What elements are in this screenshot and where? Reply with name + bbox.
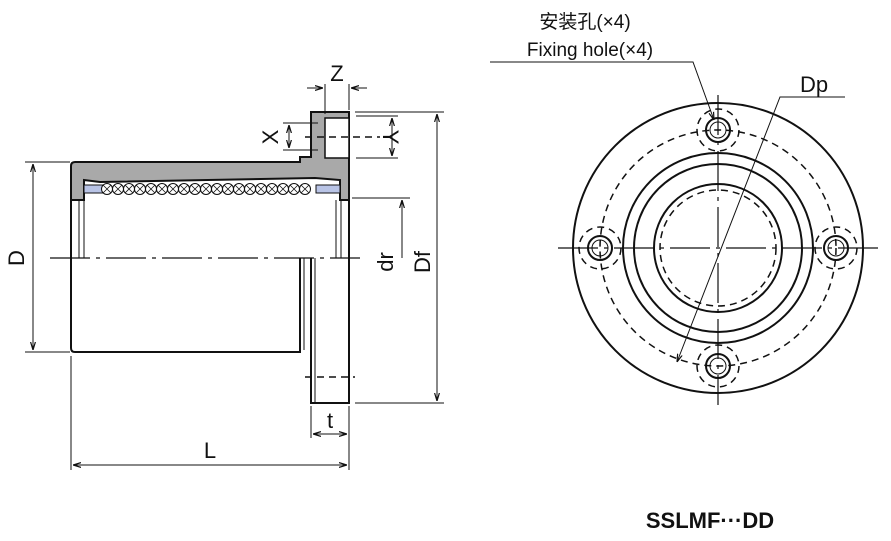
label-Df: Df [410,250,435,273]
side-view: D L t Z X Y [4,61,444,470]
ball-cross [168,184,178,194]
ball-cross [124,184,134,194]
ball-cross [245,184,255,194]
ball-cross [267,184,277,194]
dim-X: X [258,122,380,151]
ball-row [101,183,311,195]
ball-cross [212,184,222,194]
ball-cross [256,184,266,194]
ball-cross [146,184,156,194]
flange-outline [310,258,350,404]
dim-dr: dr [352,197,410,272]
ball-cross [300,184,310,194]
ball-cross [102,184,112,194]
label-t: t [327,408,333,433]
label-Y: Y [378,130,403,145]
label-D: D [4,250,29,266]
ball-cross [190,184,200,194]
label-dr: dr [373,252,398,272]
retainer-right [315,184,341,194]
fixing-hole-en: Fixing hole(×4) [527,40,653,61]
ball-cross [289,184,299,194]
ball-cross [113,184,123,194]
ball-cross [223,184,233,194]
dp-leader [677,96,845,362]
ball-cross [135,184,145,194]
label-Z: Z [330,61,343,86]
label-L: L [204,438,216,463]
front-view: 安装孔(×4) Fixing hole(×4) Dp [490,11,878,405]
flange-hole [324,117,350,159]
dim-L: L [70,356,350,470]
ball-cross [157,184,167,194]
label-Dp: Dp [800,72,828,97]
section-housing [70,111,350,201]
ball-cross [201,184,211,194]
fixing-hole-leader [490,61,714,120]
dim-t: t [310,406,347,438]
ball-cross [179,184,189,194]
dim-Z: Z [307,61,367,114]
body-outline [70,258,301,353]
dim-Df: Df [355,111,444,404]
ball-cross [234,184,244,194]
dim-D: D [4,161,70,353]
label-X: X [258,129,283,144]
ball-cross [278,184,288,194]
model-title: SSLMF···DD [646,508,774,533]
dim-Y: Y [356,115,403,159]
fixing-hole-cn: 安装孔(×4) [539,11,630,33]
